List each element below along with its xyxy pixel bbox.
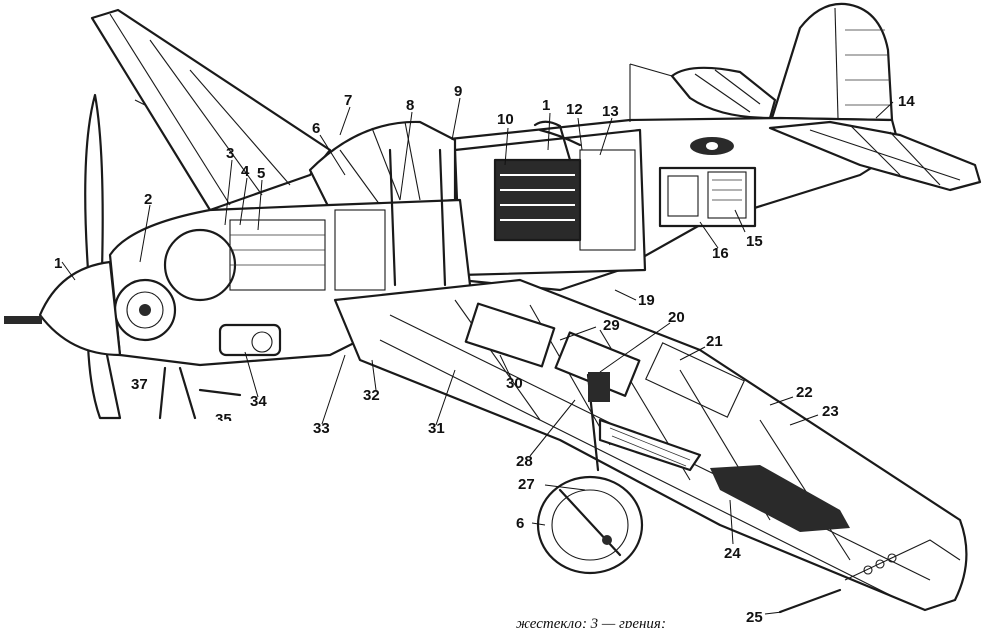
main-wheel — [536, 475, 644, 575]
engine-block — [493, 158, 582, 242]
callout-32: 32 — [363, 387, 380, 404]
propeller-blade-upper — [84, 93, 104, 272]
callout-31: 31 — [428, 420, 445, 437]
callout-12: 12 — [566, 101, 583, 118]
nose-cannon — [4, 316, 42, 324]
callout-23: 23 — [822, 403, 839, 420]
callout-19: 19 — [638, 292, 655, 309]
callout-labels: 1 2 3 4 5 6 7 8 9 10 1 12 13 14 15 16 19… — [54, 83, 915, 626]
leader-lines — [61, 97, 894, 615]
callout-34: 34 — [250, 393, 267, 410]
callout-1: 1 — [54, 255, 62, 272]
callout-25: 25 — [746, 609, 763, 626]
callout-10: 10 — [497, 111, 514, 128]
callout-14: 14 — [898, 93, 915, 110]
callout-29: 29 — [603, 317, 620, 334]
canopy — [308, 120, 457, 212]
callout-22: 22 — [796, 384, 813, 401]
callout-13: 13 — [602, 103, 619, 120]
callout-5: 5 — [257, 165, 265, 182]
seat — [334, 209, 386, 291]
callout-3: 3 — [226, 145, 234, 162]
callout-4: 4 — [241, 163, 250, 180]
callout-8: 8 — [406, 97, 414, 114]
callout-24: 24 — [724, 545, 741, 562]
spinner — [38, 260, 122, 357]
callout-28: 28 — [516, 453, 533, 470]
tailplane-left — [670, 66, 777, 120]
wing-gun-bay — [710, 465, 850, 532]
tailplane-right — [768, 120, 982, 192]
upper-wing — [90, 8, 332, 212]
callout-30: 30 — [506, 375, 523, 392]
callout-2: 2 — [144, 191, 152, 208]
callout-37: 37 — [131, 376, 148, 393]
caption-fragment: жестекло; 3 — грения; — [516, 616, 666, 628]
gear-oleo — [588, 372, 610, 402]
callout-15: 15 — [746, 233, 763, 250]
vertical-fin — [770, 2, 894, 122]
callout-20: 20 — [668, 309, 685, 326]
callout-27: 27 — [518, 476, 535, 493]
callout-16: 16 — [712, 245, 729, 262]
callout-33: 33 — [313, 420, 330, 437]
callout-21: 21 — [706, 333, 723, 350]
callout-9: 9 — [454, 83, 462, 100]
callout-6b: 6 — [516, 515, 524, 532]
callout-6a: 6 — [312, 120, 320, 137]
propeller-blade-lower — [86, 343, 122, 420]
callout-7: 7 — [344, 92, 352, 109]
callout-11: 1 — [542, 97, 550, 114]
